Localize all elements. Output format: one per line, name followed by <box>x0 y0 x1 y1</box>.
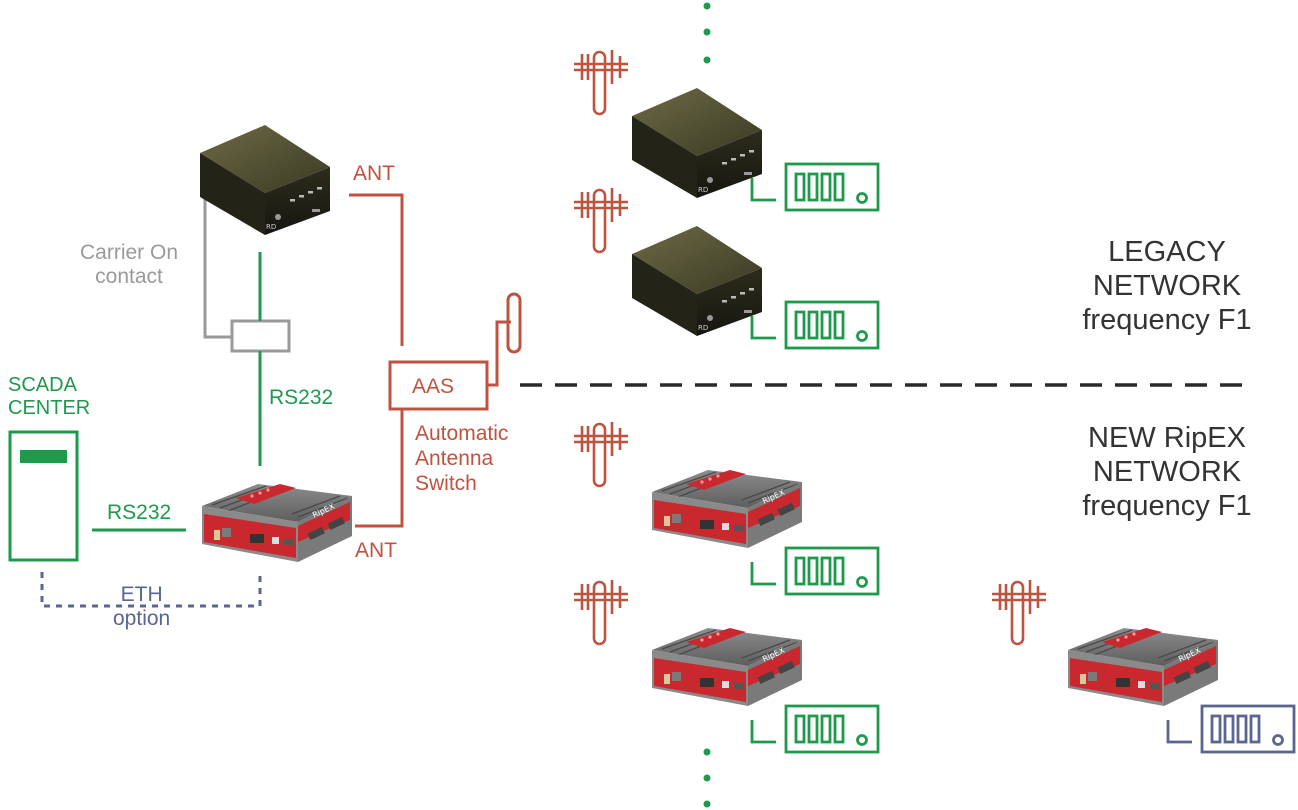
ant-label-top: ANT <box>353 162 395 185</box>
continuation-dots-bottom <box>703 748 711 808</box>
legacy-radio-unit-icon <box>200 125 330 235</box>
rtu-device-icon <box>750 162 880 212</box>
yagi-antenna-icon <box>572 420 630 488</box>
legacy-radio-unit-icon <box>632 226 762 336</box>
ripex-radio-unit-icon <box>1067 627 1219 707</box>
continuation-dots-top <box>703 2 711 64</box>
eth-option-label: ETH option <box>113 583 171 631</box>
ant-label-bottom: ANT <box>355 539 397 562</box>
scada-server-icon <box>8 430 79 562</box>
ripex-radio-unit-icon <box>201 483 353 563</box>
aas-label: AAS <box>412 375 455 398</box>
rtu-device-icon <box>750 300 880 350</box>
rs232-label-vertical: RS232 <box>269 386 334 409</box>
rs232-links <box>92 252 262 532</box>
legacy-radio-unit-icon <box>632 88 762 198</box>
ripex-radio-unit-icon <box>651 627 803 707</box>
scada-center-label: SCADA CENTER <box>8 374 91 419</box>
yagi-antenna-icon <box>572 48 630 116</box>
new-network-label: NEW RipEX NETWORK frequency F1 <box>1082 422 1252 522</box>
carrier-on-label: Carrier On contact <box>80 241 179 289</box>
ripex-radio-unit-icon <box>651 469 803 549</box>
rtu-device-icon <box>750 546 880 596</box>
yagi-antenna-icon <box>990 578 1048 646</box>
antenna-feedlines <box>349 193 522 528</box>
aas-description: Automatic Antenna Switch <box>415 422 509 496</box>
rtu-device-icon <box>750 704 880 754</box>
yagi-antenna-icon <box>572 578 630 646</box>
yagi-antenna-icon <box>572 186 630 254</box>
eth-option-link <box>40 572 262 608</box>
rtu-device-icon <box>1166 704 1296 754</box>
legacy-network-label: LEGACY NETWORK frequency F1 <box>1082 236 1252 336</box>
rs232-label-horizontal: RS232 <box>107 501 172 524</box>
